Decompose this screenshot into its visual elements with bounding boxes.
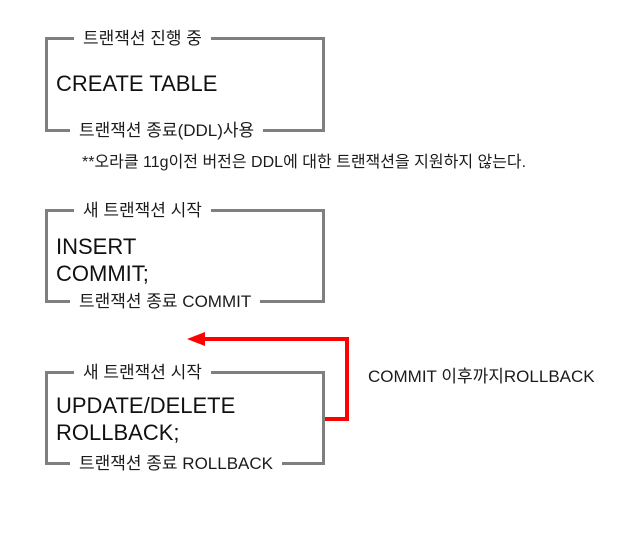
code-line: UPDATE/DELETE: [56, 393, 236, 418]
ddl-block-code: CREATE TABLE: [56, 70, 217, 97]
ddl-transaction-block: 트랜잭션 진행 중 CREATE TABLE 트랜잭션 종료(DDL)사용: [45, 28, 325, 141]
ddl-block-end-label: 트랜잭션 종료(DDL)사용: [70, 120, 264, 141]
commit-block-code: INSERT COMMIT;: [56, 233, 149, 287]
ddl-block-start-label: 트랜잭션 진행 중: [74, 28, 211, 49]
code-line: COMMIT;: [56, 261, 149, 286]
rollback-block-code: UPDATE/DELETE ROLLBACK;: [56, 392, 235, 446]
code-line: ROLLBACK;: [56, 420, 180, 445]
commit-block-end-label: 트랜잭션 종료 COMMIT: [70, 291, 261, 312]
rollback-arrow-bottom-stub: [322, 417, 349, 421]
rollback-arrow-label: COMMIT 이후까지ROLLBACK: [368, 367, 595, 386]
rollback-block-start-label: 새 트랜잭션 시작: [74, 362, 211, 383]
rollback-block-end-label: 트랜잭션 종료 ROLLBACK: [70, 453, 282, 474]
rollback-arrow-vertical-line: [345, 337, 349, 421]
commit-transaction-block: 새 트랜잭션 시작 INSERT COMMIT; 트랜잭션 종료 COMMIT: [45, 200, 325, 312]
rollback-arrow-top-line: [203, 337, 349, 341]
commit-block-start-label: 새 트랜잭션 시작: [74, 200, 211, 221]
ddl-note-text: **오라클 11g이전 버전은 DDL에 대한 트랜잭션을 지원하지 않는다.: [82, 154, 527, 171]
code-line: CREATE TABLE: [56, 71, 218, 96]
code-line: INSERT: [56, 234, 137, 259]
rollback-arrow-head-icon: [187, 332, 205, 346]
rollback-transaction-block: 새 트랜잭션 시작 UPDATE/DELETE ROLLBACK; 트랜잭션 종…: [45, 362, 325, 474]
